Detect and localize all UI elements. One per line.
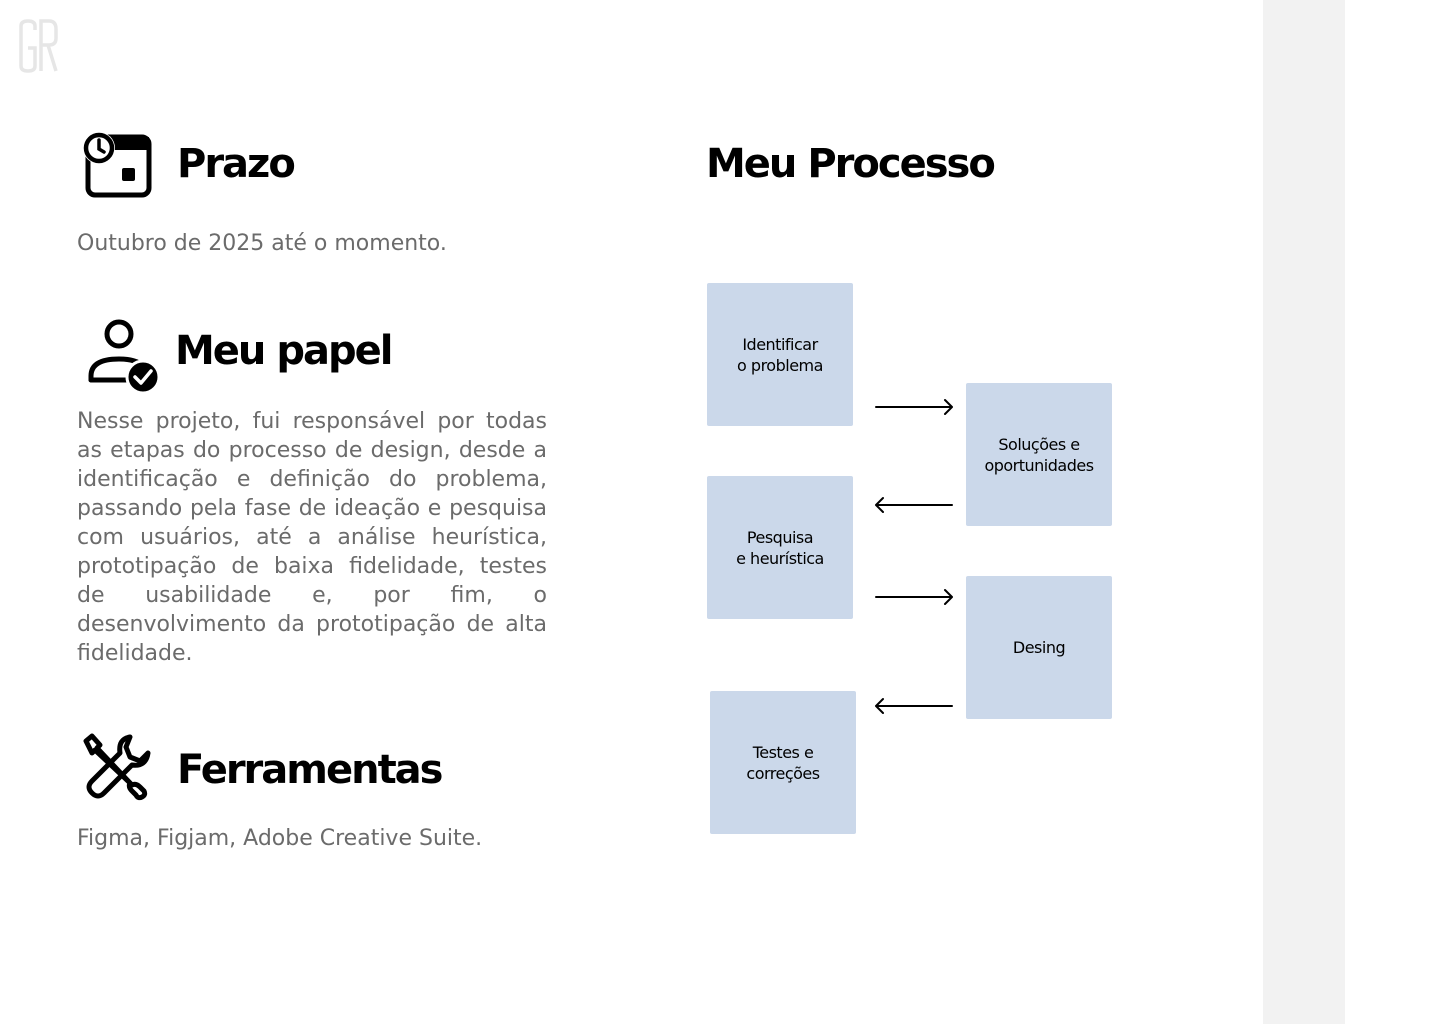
right-gray-panel (1263, 0, 1345, 1024)
ferramentas-title: Ferramentas (177, 747, 443, 793)
arrow-right-icon (875, 399, 953, 415)
calendar-clock-icon (83, 132, 152, 198)
arrow-left-icon (875, 698, 953, 714)
process-step-label: Desing (1012, 638, 1066, 657)
arrow-right-icon (875, 589, 953, 605)
user-check-icon (88, 319, 161, 394)
process-step-label: Soluções e oportunidades (984, 434, 1094, 475)
process-step-label: Testes e correções (746, 742, 820, 783)
process-step-design: Desing (966, 576, 1112, 719)
papel-text: Nesse projeto, fui responsável por todas… (77, 409, 547, 666)
process-step-pesquisa: Pesquisa e heurística (707, 476, 853, 619)
prazo-text: Outubro de 2025 até o momento. (77, 231, 447, 256)
process-step-label: Identificar o problema (737, 334, 823, 375)
process-step-testes: Testes e correções (710, 691, 856, 834)
processo-title: Meu Processo (706, 141, 996, 187)
arrow-left-icon (875, 497, 953, 513)
process-step-label: Pesquisa e heurística (736, 527, 824, 568)
process-step-solucoes: Soluções e oportunidades (966, 383, 1112, 526)
process-step-identificar: Identificar o problema (707, 283, 853, 426)
papel-title: Meu papel (175, 328, 393, 374)
tools-icon (83, 733, 151, 801)
ferramentas-text: Figma, Figjam, Adobe Creative Suite. (77, 826, 483, 851)
prazo-title: Prazo (177, 141, 296, 187)
gr-logo-icon (19, 19, 58, 73)
